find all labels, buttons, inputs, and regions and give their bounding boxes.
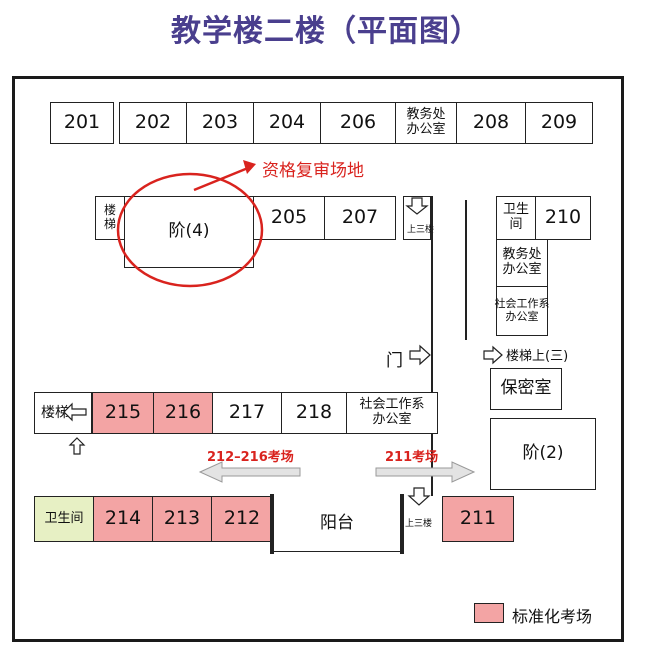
review-site-arrow-line xyxy=(193,166,249,192)
review-site-circle xyxy=(116,172,264,288)
lecture-hall-4: 阶(4) xyxy=(124,196,254,268)
stairs-row3: 楼梯 xyxy=(34,392,92,434)
down-arrow-icon xyxy=(405,197,429,215)
room-208: 208 xyxy=(456,102,526,144)
room-206: 206 xyxy=(320,102,396,144)
social-work-office-right: 社会工作系 办公室 xyxy=(495,286,550,336)
lecture-hall-2: 阶(2) xyxy=(490,418,596,490)
legend-swatch xyxy=(474,603,504,623)
balcony: 阳台 xyxy=(272,496,402,552)
balcony-wall-left xyxy=(270,494,274,554)
door-arrow-icon xyxy=(409,344,431,366)
corridor-line-right xyxy=(465,200,467,340)
room-205: 205 xyxy=(253,196,325,240)
room-218: 218 xyxy=(281,392,347,434)
room-212: 212 xyxy=(211,496,273,542)
room-204: 204 xyxy=(253,102,321,144)
left-arrow-icon xyxy=(63,402,87,422)
balcony-wall-right xyxy=(400,494,404,554)
academic-office-right: 教务处 办公室 xyxy=(496,239,548,287)
up-arrow-icon xyxy=(68,437,86,455)
room-214: 214 xyxy=(93,496,153,542)
room-215: 215 xyxy=(92,392,154,434)
room-211: 211 xyxy=(442,496,514,542)
stairs-up-three-label: 楼梯上(三) xyxy=(506,349,569,364)
up-third-floor-bottom-label: 上三楼 xyxy=(405,519,433,529)
floor-plan-frame xyxy=(12,76,624,642)
wc-right: 卫生间 xyxy=(496,196,536,240)
exam-label-211: 211考场 xyxy=(385,450,439,465)
exam-212-216-arrow xyxy=(198,461,301,483)
review-site-label: 资格复审场地 xyxy=(262,161,364,181)
room-207: 207 xyxy=(324,196,396,240)
room-209: 209 xyxy=(525,102,593,144)
room-201: 201 xyxy=(50,102,114,144)
room-203: 203 xyxy=(186,102,254,144)
review-site-arrow-head xyxy=(243,160,256,174)
exam-label-212-216: 212–216考场 xyxy=(207,450,294,465)
exam-211-arrow xyxy=(375,461,476,483)
social-work-office-row3: 社会工作系 办公室 xyxy=(346,392,438,434)
up-third-floor-left-label: 上三楼 xyxy=(407,225,435,235)
page-title: 教学楼二楼（平面图） xyxy=(171,14,481,49)
room-216: 216 xyxy=(153,392,213,434)
stairs-arrow-icon xyxy=(483,345,503,365)
legend-label: 标准化考场 xyxy=(512,607,593,626)
down-arrow-211-icon xyxy=(407,487,431,506)
security-room: 保密室 xyxy=(490,368,562,410)
room-210: 210 xyxy=(535,196,591,240)
corridor-line-left xyxy=(431,196,433,496)
door-label: 门 xyxy=(386,351,403,371)
